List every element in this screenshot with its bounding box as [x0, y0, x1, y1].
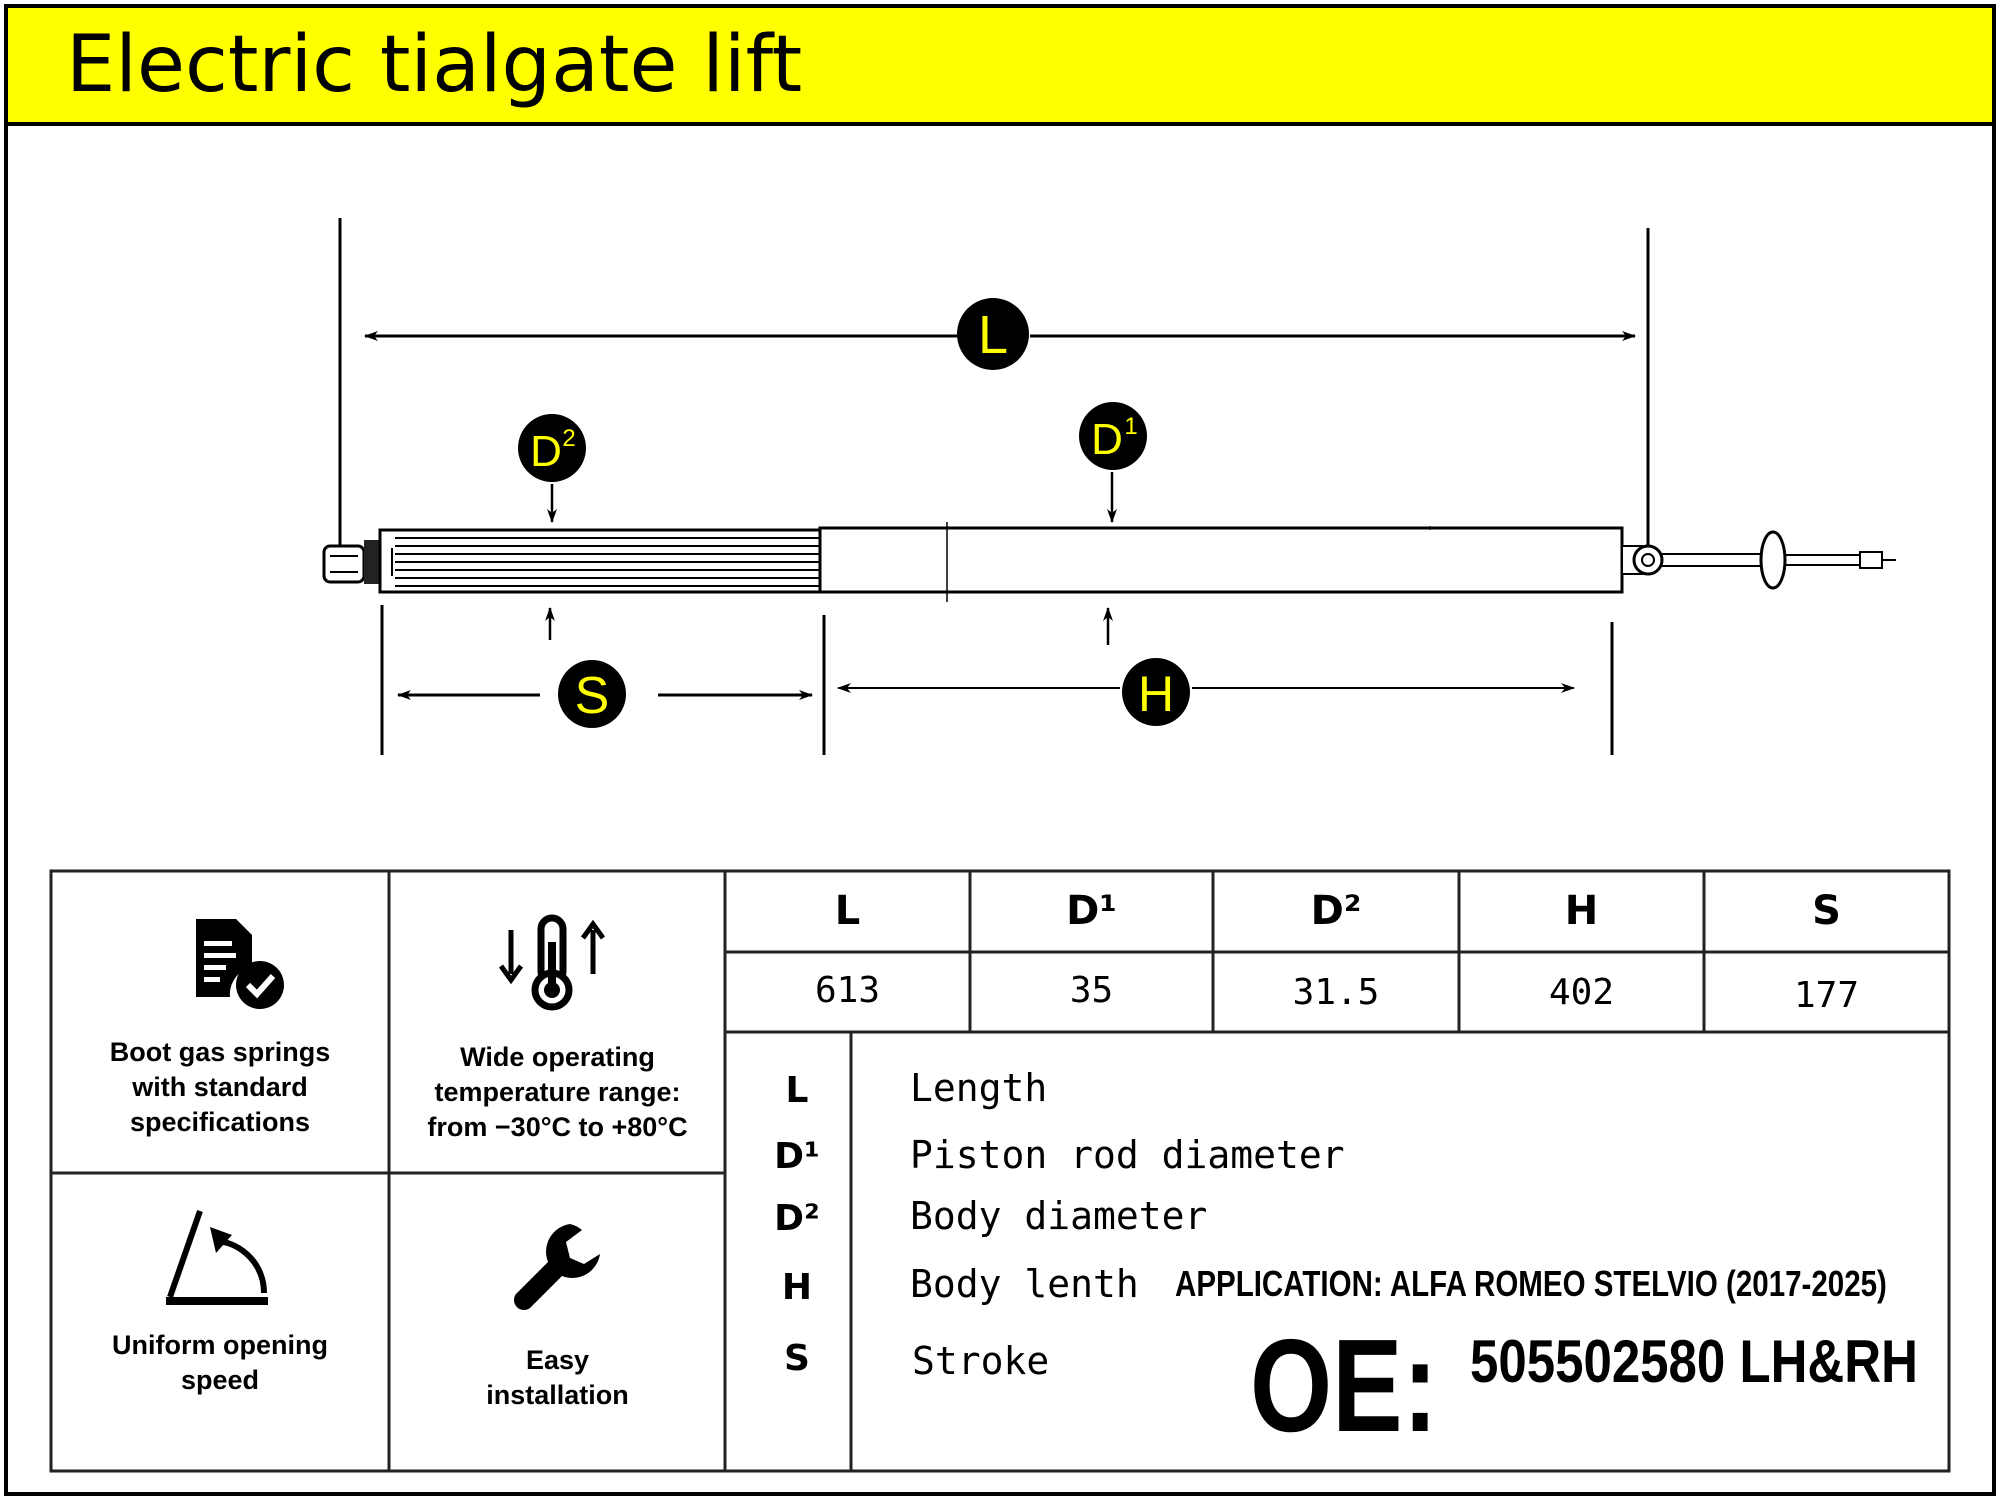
glossary-desc-length: Length: [910, 1066, 1048, 1110]
thermometer-arrows-icon: [498, 914, 606, 1011]
spec-header-H: H: [1564, 888, 1599, 934]
glossary-symbol-L: L: [785, 1070, 809, 1111]
feature-temperature-range: Wide operating temperature range: from −…: [427, 1042, 688, 1142]
page-title: Electric tialgate lift: [66, 20, 803, 110]
title-banner: Electric tialgate lift: [8, 8, 1992, 126]
svg-text:S: S: [575, 667, 610, 725]
outer-frame: [4, 4, 1996, 1496]
glossary-symbol-H: H: [781, 1267, 813, 1308]
glossary-desc-stroke: Stroke: [912, 1339, 1050, 1383]
glossary-symbol-S: S: [784, 1338, 810, 1379]
body-diameter-marker: D 2: [518, 414, 586, 482]
spec-header-D1: D¹: [1066, 888, 1117, 934]
spec-value-D1: 35: [1069, 970, 1114, 1011]
glossary-desc-piston: Piston rod diameter: [910, 1133, 1345, 1177]
spec-value-D2: 31.5: [1292, 972, 1380, 1013]
feature-easy-installation: Easy installation: [486, 1345, 629, 1410]
stroke-marker: S: [558, 660, 626, 728]
spec-value-S: 177: [1793, 975, 1860, 1016]
feature-standard-specs: Boot gas springs with standard specifica…: [109, 1037, 331, 1137]
tailgate-actuator-drawing: [322, 522, 1896, 602]
spec-header-S: S: [1812, 888, 1841, 934]
svg-text:2: 2: [562, 425, 575, 452]
feature-uniform-speed: Uniform opening speed: [112, 1330, 328, 1395]
glossary-symbol-D1: D¹: [774, 1136, 820, 1177]
spec-header-L: L: [834, 888, 861, 934]
document-check-icon: [196, 919, 284, 1009]
svg-text:D: D: [1091, 415, 1123, 464]
opening-angle-icon: [166, 1210, 268, 1305]
oe-part-number: 505502580 LH&RH: [1470, 1328, 1918, 1395]
application-text: APPLICATION: ALFA ROMEO STELVIO (2017-20…: [1175, 1263, 1887, 1304]
glossary-desc-body-diameter: Body diameter: [910, 1194, 1208, 1238]
svg-text:1: 1: [1124, 413, 1137, 440]
body-length-marker: H: [1122, 658, 1190, 726]
glossary-desc-body-length: Body lenth: [910, 1262, 1139, 1306]
dimension-diagram: L D 2 D 1: [322, 218, 1896, 755]
piston-rod-diameter-marker: D 1: [1079, 402, 1147, 470]
svg-text:L: L: [978, 305, 1008, 365]
length-marker: L: [957, 298, 1029, 370]
spec-value-H: 402: [1548, 972, 1615, 1013]
svg-text:D: D: [530, 427, 562, 476]
spec-header-D2: D²: [1310, 888, 1362, 934]
glossary-symbol-D2: D²: [774, 1198, 820, 1239]
wrench-icon: [514, 1224, 600, 1310]
svg-text:H: H: [1138, 666, 1174, 722]
oe-label: OE:: [1250, 1312, 1438, 1459]
spec-value-L: 613: [814, 970, 881, 1011]
